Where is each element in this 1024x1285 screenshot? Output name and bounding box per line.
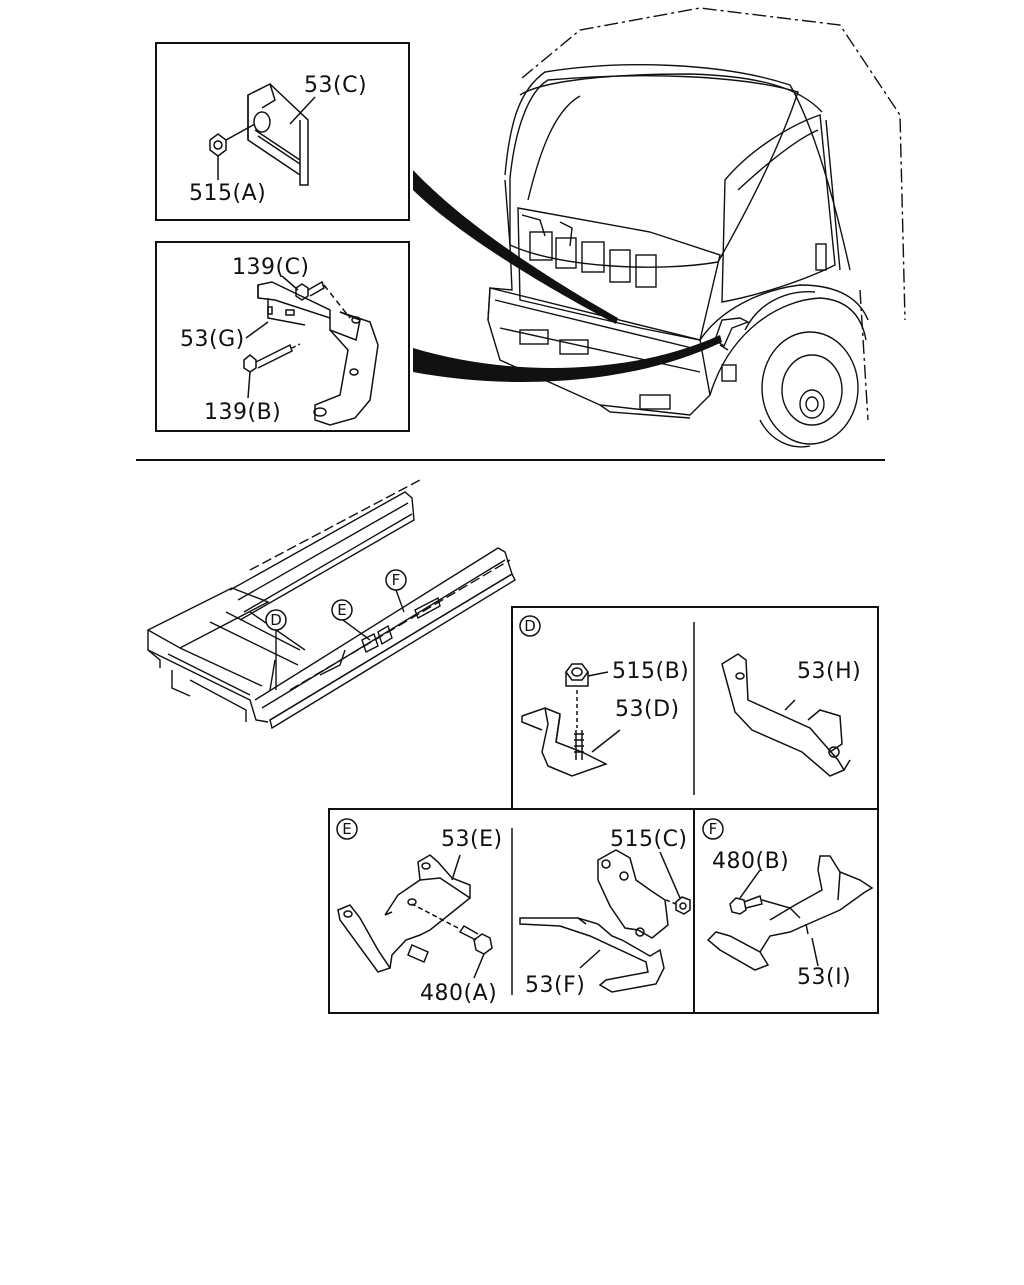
detail-box-53g: [155, 241, 410, 432]
label-515c: 515(C): [610, 827, 688, 852]
chassis-frame-illustration: [146, 479, 516, 730]
label-515b: 515(B): [612, 659, 689, 684]
label-53i: 53(I): [797, 965, 851, 990]
svg-text:E: E: [337, 601, 346, 619]
pointer-arrows: [413, 170, 722, 382]
marker-d-panel: D: [519, 615, 541, 637]
detail-panel-d: [511, 606, 879, 810]
marker-e-panel: E: [336, 818, 358, 840]
marker-f-panel: F: [702, 818, 724, 840]
label-53f: 53(F): [525, 973, 585, 998]
label-480b: 480(B): [712, 849, 789, 874]
svg-text:E: E: [342, 820, 351, 838]
svg-text:F: F: [392, 571, 401, 589]
marker-f-frame: F: [385, 569, 407, 591]
label-480a: 480(A): [420, 981, 497, 1006]
label-53c: 53(C): [304, 73, 367, 98]
truck-cab-illustration: [487, 7, 906, 448]
svg-text:D: D: [524, 617, 536, 635]
marker-d-frame: D: [265, 609, 287, 631]
label-139c: 139(C): [232, 255, 310, 280]
svg-text:D: D: [270, 611, 282, 629]
label-53d: 53(D): [615, 697, 680, 722]
label-139b: 139(B): [204, 400, 281, 425]
label-53g: 53(G): [180, 327, 245, 352]
svg-text:F: F: [709, 820, 718, 838]
label-53h: 53(H): [797, 659, 861, 684]
detail-box-53c: [155, 42, 410, 221]
label-515a: 515(A): [189, 181, 266, 206]
marker-e-frame: E: [331, 599, 353, 621]
detail-panel-ef: [328, 808, 879, 1014]
label-53e: 53(E): [441, 827, 503, 852]
